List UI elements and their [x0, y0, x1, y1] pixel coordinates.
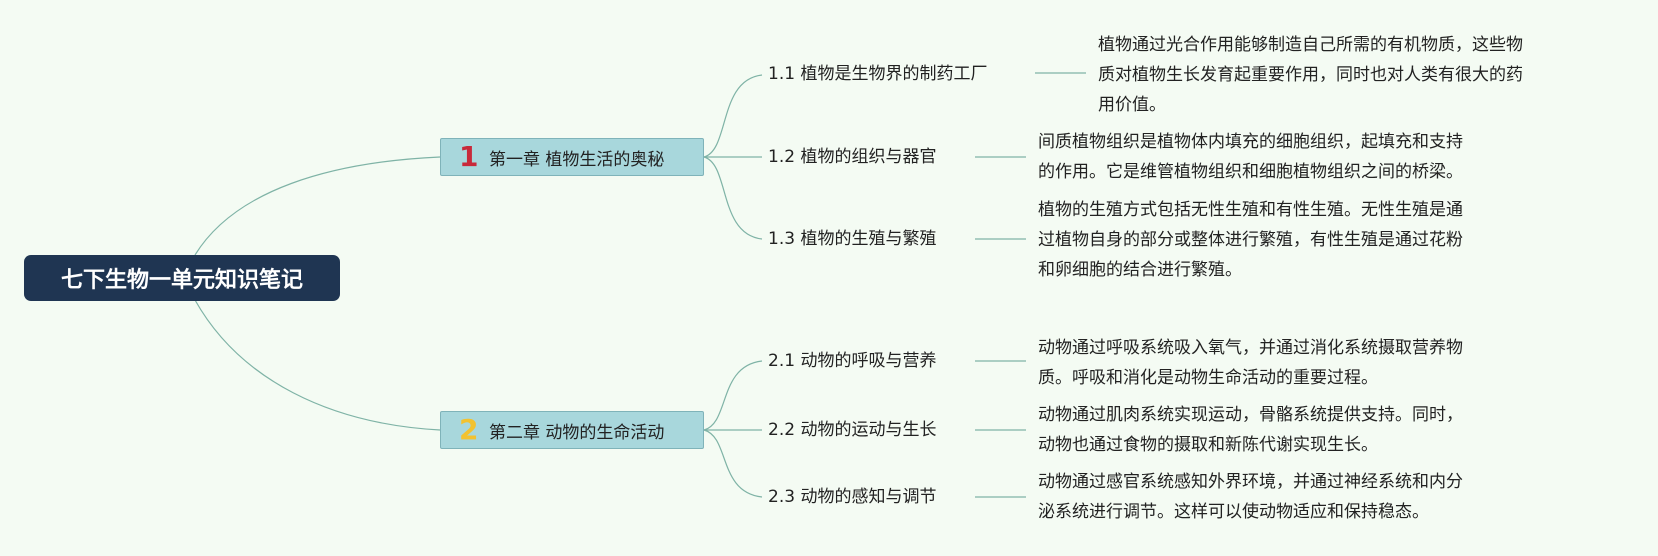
- topic-node-2-1[interactable]: 2.1 动物的呼吸与营养: [768, 351, 937, 371]
- chapter-node-1[interactable]: 1 第一章 植物生活的奥秘: [440, 138, 704, 176]
- chapter-node-2[interactable]: 2 第二章 动物的生命活动: [440, 411, 704, 449]
- note-line: 和卵细胞的结合进行繁殖。: [1038, 260, 1242, 280]
- topic-node-1-3[interactable]: 1.3 植物的生殖与繁殖: [768, 229, 937, 249]
- note-line: 动物通过肌肉系统实现运动，骨骼系统提供支持。同时，: [1038, 405, 1463, 425]
- topic-node-2-3[interactable]: 2.3 动物的感知与调节: [768, 487, 937, 507]
- note-line: 植物通过光合作用能够制造自己所需的有机物质，这些物: [1098, 35, 1523, 55]
- note-line: 用价值。: [1098, 95, 1166, 115]
- connector-ch1-topic-3: [703, 156, 763, 240]
- note-2-2: 动物通过肌肉系统实现运动，骨骼系统提供支持。同时， 动物也通过食物的摄取和新陈代…: [1038, 400, 1463, 460]
- note-line: 动物通过感官系统感知外界环境，并通过神经系统和内分: [1038, 472, 1463, 492]
- note-line: 动物也通过食物的摄取和新陈代谢实现生长。: [1038, 435, 1378, 455]
- note-line: 过植物自身的部分或整体进行繁殖，有性生殖是通过花粉: [1038, 230, 1463, 250]
- chapter-number-badge: 2: [459, 413, 479, 446]
- connector-root-chapter-2: [194, 299, 441, 431]
- chapter-label: 第一章 植物生活的奥秘: [489, 149, 665, 170]
- note-line: 间质植物组织是植物体内填充的细胞组织，起填充和支持: [1038, 132, 1463, 152]
- root-node[interactable]: 七下生物一单元知识笔记: [24, 255, 340, 301]
- note-line: 植物的生殖方式包括无性生殖和有性生殖。无性生殖是通: [1038, 200, 1463, 220]
- note-1-2: 间质植物组织是植物体内填充的细胞组织，起填充和支持 的作用。它是维管植物组织和细…: [1038, 127, 1463, 187]
- topic-node-1-1[interactable]: 1.1 植物是生物界的制药工厂: [768, 64, 988, 84]
- chapter-number-badge: 1: [459, 140, 479, 173]
- note-line: 动物通过呼吸系统吸入氧气，并通过消化系统摄取营养物: [1038, 338, 1463, 358]
- note-1-1: 植物通过光合作用能够制造自己所需的有机物质，这些物 质对植物生长发育起重要作用，…: [1098, 30, 1523, 120]
- chapter-label: 第二章 动物的生命活动: [489, 422, 665, 443]
- connector-ch2-topic-3: [703, 429, 763, 498]
- note-line: 质。呼吸和消化是动物生命活动的重要过程。: [1038, 368, 1378, 388]
- topic-node-1-2[interactable]: 1.2 植物的组织与器官: [768, 147, 937, 167]
- root-label: 七下生物一单元知识笔记: [60, 268, 303, 293]
- connector-ch1-topic-1: [703, 74, 763, 158]
- note-1-3: 植物的生殖方式包括无性生殖和有性生殖。无性生殖是通 过植物自身的部分或整体进行繁…: [1038, 195, 1463, 285]
- note-2-3: 动物通过感官系统感知外界环境，并通过神经系统和内分 泌系统进行调节。这样可以使动…: [1038, 467, 1463, 527]
- note-2-1: 动物通过呼吸系统吸入氧气，并通过消化系统摄取营养物 质。呼吸和消化是动物生命活动…: [1038, 333, 1463, 393]
- note-line: 泌系统进行调节。这样可以使动物适应和保持稳态。: [1038, 502, 1429, 522]
- topic-node-2-2[interactable]: 2.2 动物的运动与生长: [768, 420, 937, 440]
- note-line: 质对植物生长发育起重要作用，同时也对人类有很大的药: [1098, 65, 1523, 85]
- note-line: 的作用。它是维管植物组织和细胞植物组织之间的桥梁。: [1038, 162, 1463, 182]
- connector-ch2-topic-1: [703, 360, 763, 431]
- connector-root-chapter-1: [194, 156, 441, 256]
